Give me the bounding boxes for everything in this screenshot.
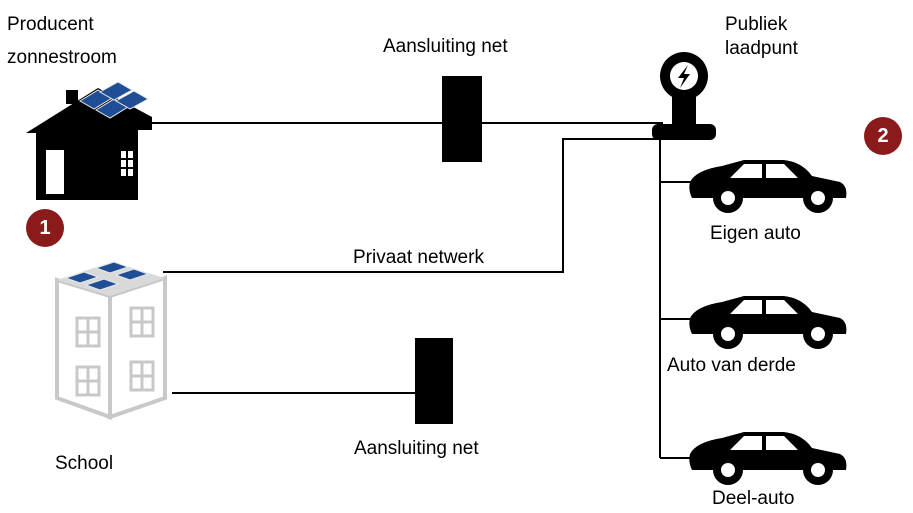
car-icon xyxy=(689,296,847,349)
car-icon xyxy=(689,160,847,213)
house-solar-icon xyxy=(26,81,152,200)
school-building-icon xyxy=(55,261,167,420)
grid-connection-label-top: Aansluiting net xyxy=(383,36,508,57)
producer-label-line2: zonnestroom xyxy=(7,47,117,68)
charger-label: Publiek xyxy=(725,14,788,35)
line-private-network xyxy=(163,138,660,273)
grid-connection-label-bottom: Aansluiting net xyxy=(354,438,479,459)
charger-label-line2: laadpunt xyxy=(725,38,798,59)
producer-label: Producent xyxy=(7,14,94,35)
car-shared-label: Deel-auto xyxy=(712,488,795,509)
private-network-label: Privaat netwerk xyxy=(353,247,484,268)
charging-station-icon xyxy=(652,52,716,140)
grid-meter-icon xyxy=(442,76,482,162)
car-icon xyxy=(689,432,847,485)
badge-two: 2 xyxy=(864,117,902,155)
car-third-label: Auto van derde xyxy=(667,355,796,376)
grid-meter-icon xyxy=(415,338,453,424)
badge-one: 1 xyxy=(26,209,64,247)
school-label: School xyxy=(55,453,114,474)
car-own-label: Eigen auto xyxy=(710,223,801,244)
connection-lines xyxy=(150,122,692,459)
